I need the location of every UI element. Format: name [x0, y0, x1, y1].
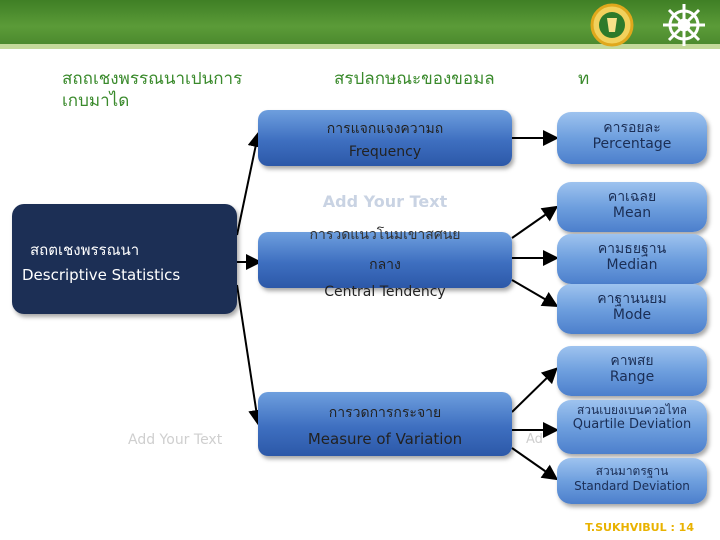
- header-center-title: สรปลกษณะของขอมล: [334, 69, 495, 89]
- leaf-range-english: Range: [609, 369, 655, 385]
- leaf-quartile-deviation: สวนเบยงเบนควอไทล Quartile Deviation: [557, 400, 707, 454]
- right-placeholder-text: Ad: [526, 432, 543, 447]
- leaf-mode-thai: คาฐานนยม: [597, 291, 667, 307]
- ship-wheel-icon: [655, 2, 713, 48]
- leaf-sd-thai: สวนมาตรฐาน: [595, 464, 669, 478]
- leaf-mode-english: Mode: [612, 307, 652, 323]
- branch-variation-english: Measure of Variation: [307, 430, 463, 448]
- branch-central-thai-1: การวดแนวโนมเขาสศนย: [309, 227, 461, 243]
- branch-central-tendency: [258, 232, 512, 288]
- branch-central-english: Central Tendency: [324, 284, 446, 300]
- university-logo-icon: [588, 2, 636, 48]
- leaf-median: คามธยฐาน Median: [557, 234, 707, 284]
- leaf-mode: คาฐานนยม Mode: [557, 284, 707, 334]
- branch-frequency-english: Frequency: [348, 144, 422, 160]
- leaf-percentage: คารอยละ Percentage: [557, 112, 707, 164]
- page-footer: T.SUKHVIBUL : 14: [585, 521, 694, 534]
- branch-central-thai-2: กลาง: [369, 257, 401, 273]
- header-right-title: ท: [578, 69, 590, 89]
- leaf-median-thai: คามธยฐาน: [597, 241, 667, 257]
- leaf-standard-deviation: สวนมาตรฐาน Standard Deviation: [557, 458, 707, 504]
- leaf-percentage-thai: คารอยละ: [603, 120, 661, 136]
- leaf-mean-english: Mean: [612, 205, 652, 221]
- branch-measure-of-variation: การวดการกระจาย Measure of Variation: [258, 392, 512, 456]
- branch-frequency-thai: การแจกแจงความถ: [326, 121, 444, 137]
- leaf-percentage-english: Percentage: [592, 136, 672, 152]
- header-left-title: สถถเชงพรรณนาเปนการ เกบมาได: [62, 69, 243, 111]
- leaf-mean-thai: คาเฉลย: [607, 189, 657, 205]
- left-placeholder-text: Add Your Text: [128, 432, 223, 448]
- branch-frequency: การแจกแจงความถ Frequency: [258, 110, 512, 166]
- leaf-mean: คาเฉลย Mean: [557, 182, 707, 232]
- root-english-label: Descriptive Statistics: [22, 266, 181, 284]
- leaf-range-thai: คาพสย: [610, 353, 654, 369]
- branch-variation-thai: การวดการกระจาย: [328, 405, 442, 421]
- leaf-quartile-english: Quartile Deviation: [572, 417, 692, 432]
- central-placeholder-text: Add Your Text: [322, 192, 448, 211]
- root-thai-label: สถตเชงพรรณนา: [30, 241, 140, 259]
- leaf-quartile-thai: สวนเบยงเบนควอไทล: [576, 403, 688, 417]
- root-descriptive-statistics: สถตเชงพรรณนา Descriptive Statistics: [12, 204, 237, 314]
- leaf-sd-english: Standard Deviation: [574, 479, 690, 493]
- leaf-median-english: Median: [606, 257, 658, 273]
- header-divider: [0, 44, 720, 49]
- leaf-range: คาพสย Range: [557, 346, 707, 396]
